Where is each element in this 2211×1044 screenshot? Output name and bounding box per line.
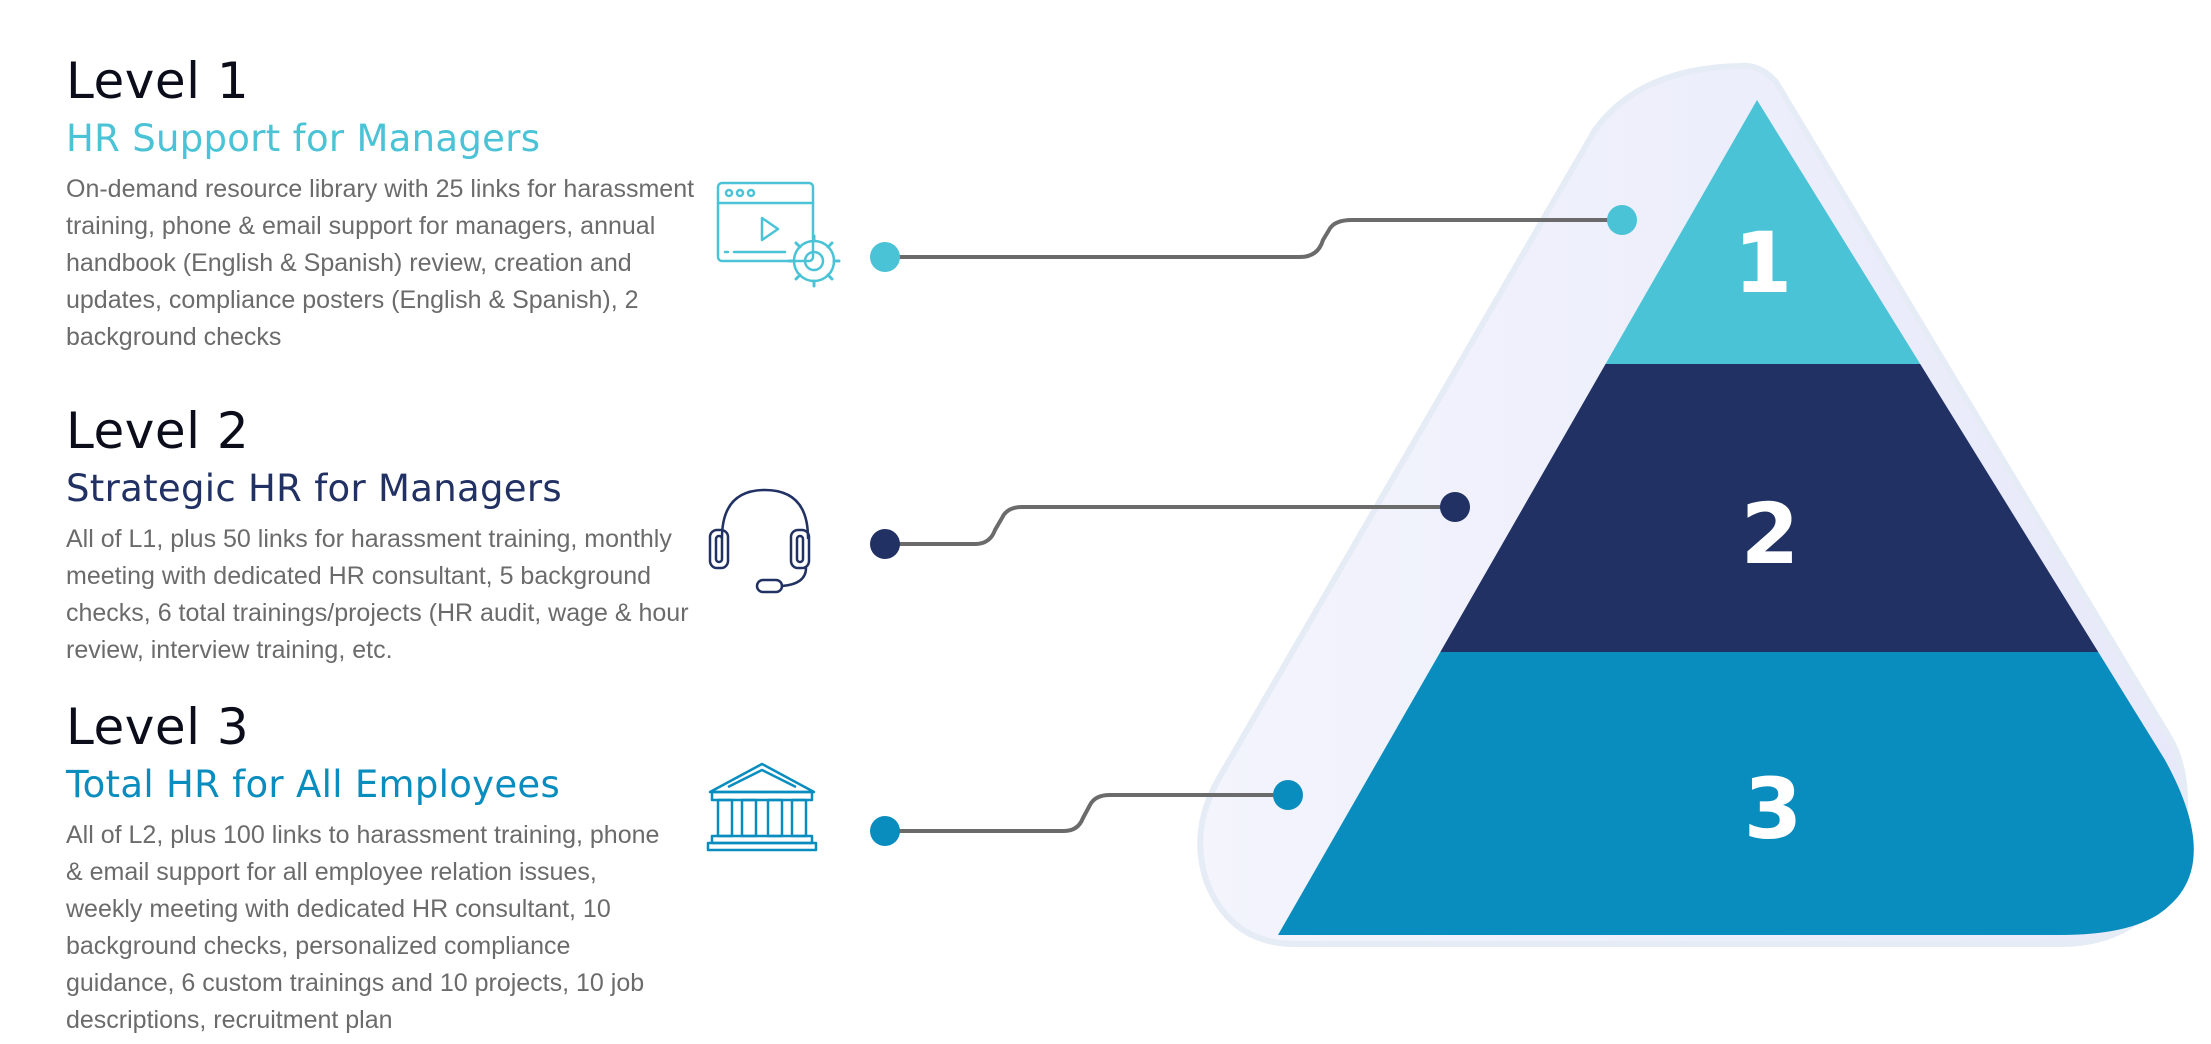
tier-2-number: 2 <box>1741 485 1799 583</box>
level-2-block: Level 2 Strategic HR for Managers All of… <box>66 406 706 669</box>
connector-3 <box>870 780 1303 846</box>
tier-3 <box>1278 652 2194 935</box>
level-3-block: Level 3 Total HR for All Employees All o… <box>66 702 706 1039</box>
tier-1-number: 1 <box>1734 214 1792 312</box>
connector-3-start-dot <box>870 816 900 846</box>
tier-2 <box>1278 364 2194 652</box>
tier-3-number: 3 <box>1744 760 1802 858</box>
building-columns-icon <box>706 762 818 852</box>
level-2-heading: Level 2 <box>66 402 250 460</box>
level-2-description: All of L1, plus 50 links for harassment … <box>66 524 689 664</box>
connector-2-start-dot <box>870 529 900 559</box>
level-2-title: Strategic HR for Managers <box>66 467 562 510</box>
connector-2 <box>870 492 1470 559</box>
connector-2-end-dot <box>1440 492 1470 522</box>
level-1-title: HR Support for Managers <box>66 117 541 160</box>
pyramid <box>1278 100 2194 935</box>
level-3-description: All of L2, plus 100 links to harassment … <box>66 820 660 1034</box>
tier-1 <box>1278 100 2194 364</box>
level-3-heading: Level 3 <box>66 698 250 756</box>
pyramid-halo <box>1197 62 2189 947</box>
connector-1 <box>870 205 1637 272</box>
level-1-heading: Level 1 <box>66 52 250 110</box>
level-1-block: Level 1 HR Support for Managers On-deman… <box>66 56 706 356</box>
connector-3-end-dot <box>1273 780 1303 810</box>
connector-1-end-dot <box>1607 205 1637 235</box>
level-3-title: Total HR for All Employees <box>66 763 561 806</box>
level-1-description: On-demand resource library with 25 links… <box>66 174 695 351</box>
web-settings-icon <box>716 181 841 288</box>
connector-1-start-dot <box>870 242 900 272</box>
headset-icon <box>708 488 811 594</box>
